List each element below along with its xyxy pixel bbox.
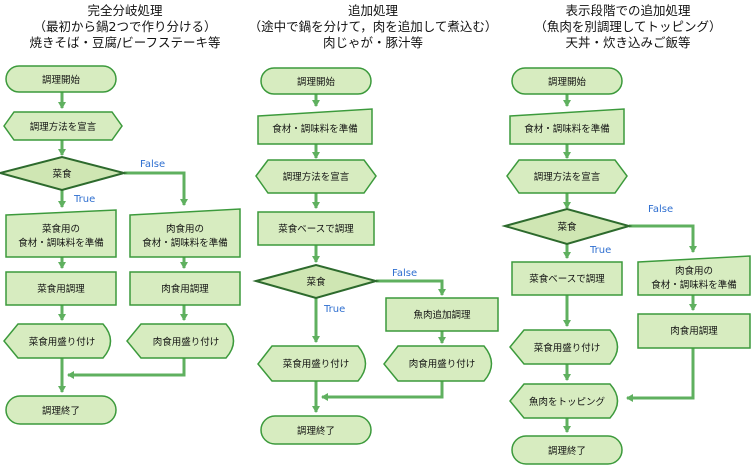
c3-prep-box <box>509 108 625 145</box>
c1-decision-label: 菜食 <box>52 168 72 180</box>
c3-veg-serve-label: 菜食用盛り付け <box>534 342 601 354</box>
c2-declare-hexagon <box>255 159 377 194</box>
c2-prep-label: 食材・調味料を準備 <box>272 123 358 135</box>
c3-meat-prep-line2: 食材・調味料を準備 <box>651 279 737 291</box>
c2-cook-label: 菜食ベースで調理 <box>278 223 354 235</box>
c3-end-terminal <box>511 435 623 465</box>
c2-meat-add-box <box>385 297 499 332</box>
c1-veg-prep-line2: 食材・調味料を準備 <box>18 237 104 249</box>
c2-meat-serve-shape <box>383 345 493 382</box>
column-2-flow: 調理開始 食材・調味料を準備 調理方法を宣言 菜食ベースで調理 菜食 True … <box>252 67 499 445</box>
c2-end-terminal <box>260 415 372 445</box>
c1-veg-prep-line1: 菜食用の <box>42 223 80 235</box>
c3-connector-meatcook-topping <box>626 348 695 402</box>
c1-end-label: 調理終了 <box>42 405 80 417</box>
column-3-title: 表示段階での追加処理 <box>565 3 691 18</box>
c3-connector-false <box>629 224 697 253</box>
c2-decision-diamond <box>252 263 380 300</box>
c2-meat-serve-label: 肉食用盛り付け <box>409 358 476 370</box>
c3-topping-shape <box>509 383 619 419</box>
c2-start-label: 調理開始 <box>297 76 336 88</box>
c1-veg-prep-box <box>5 209 117 258</box>
c2-veg-serve-label: 菜食用盛り付け <box>283 358 350 370</box>
c1-decision-diamond <box>0 155 128 192</box>
c1-meat-serve-shape <box>126 323 235 359</box>
column-2-header: 追加処理 （途中で鍋を分けて，肉を追加して煮込む） 肉じゃが・豚汁等 <box>238 3 508 51</box>
c1-veg-serve-shape <box>3 323 112 359</box>
c3-declare-label: 調理方法を宣言 <box>534 171 601 183</box>
c3-veg-serve-shape <box>509 329 619 365</box>
c2-decision-label: 菜食 <box>306 276 326 288</box>
c2-false-label: False <box>392 268 417 279</box>
c3-veg-cook-label: 菜食ベースで調理 <box>529 273 605 285</box>
c2-connector-false <box>376 279 446 296</box>
c3-start-label: 調理開始 <box>548 76 587 88</box>
column-2-examples: 肉じゃが・豚汁等 <box>322 35 423 50</box>
c3-declare-hexagon <box>506 159 628 194</box>
c3-meat-prep-line1: 肉食用の <box>675 265 713 277</box>
column-1-flow: 調理開始 調理方法を宣言 菜食 True False 菜食用の 食材・調味料を準… <box>0 65 241 425</box>
c1-meat-prep-line2: 食材・調味料を準備 <box>142 237 228 249</box>
c3-meat-cook-box <box>637 313 751 349</box>
column-1-examples: 焼きそば・豆腐/ビーフステーキ等 <box>29 35 221 50</box>
c2-cook-box <box>257 211 375 246</box>
c1-veg-cook-label: 菜食用調理 <box>37 283 85 295</box>
c3-decision-label: 菜食 <box>557 221 577 233</box>
c3-end-label: 調理終了 <box>548 445 586 457</box>
c3-meat-prep-box <box>637 255 751 296</box>
c1-connector-meatserve-merge <box>67 358 186 379</box>
c1-meat-serve-label: 肉食用盛り付け <box>153 336 220 348</box>
c1-veg-cook-box <box>5 271 117 306</box>
c3-true-label: True <box>589 245 611 256</box>
column-1-header: 完全分岐処理 （最初から鍋2つで作り分ける） 焼きそば・豆腐/ビーフステーキ等 <box>0 3 250 51</box>
c2-start-terminal <box>260 67 372 95</box>
column-1-title: 完全分岐処理 <box>87 3 163 18</box>
c1-meat-cook-box <box>129 271 241 306</box>
column-3-flow: 調理開始 食材・調味料を準備 調理方法を宣言 菜食 True False 菜食ベ… <box>501 67 751 465</box>
c1-end-terminal <box>5 395 117 425</box>
c2-prep-box <box>257 108 373 145</box>
c3-meat-cook-label: 肉食用調理 <box>670 325 718 337</box>
column-2-title: 追加処理 <box>347 3 398 18</box>
c3-veg-cook-box <box>511 261 623 296</box>
c3-start-terminal <box>511 67 623 95</box>
c2-true-label: True <box>323 304 345 315</box>
c3-false-label: False <box>648 204 673 215</box>
c2-declare-label: 調理方法を宣言 <box>283 171 350 183</box>
c1-start-terminal <box>5 65 117 93</box>
c1-start-label: 調理開始 <box>42 74 81 86</box>
c1-meat-cook-label: 肉食用調理 <box>161 283 209 295</box>
column-3-examples: 天丼・炊き込みご飯等 <box>565 35 691 50</box>
c3-decision-diamond <box>501 207 633 246</box>
c1-false-label: False <box>140 159 165 170</box>
c2-connector-meatserve-merge <box>321 381 444 401</box>
c3-topping-label: 魚肉をトッピング <box>529 396 606 408</box>
column-1-subtitle: （最初から鍋2つで作り分ける） <box>33 19 217 34</box>
column-3-subtitle: （魚肉を別調理してトッピング） <box>534 19 722 34</box>
c2-veg-serve-shape <box>257 345 367 382</box>
c3-prep-label: 食材・調味料を準備 <box>524 123 610 135</box>
column-3-header: 表示段階での追加処理 （魚肉を別調理してトッピング） 天丼・炊き込みご飯等 <box>502 3 754 51</box>
c2-end-label: 調理終了 <box>297 425 335 437</box>
c1-true-label: True <box>73 194 95 205</box>
c1-declare-label: 調理方法を宣言 <box>30 121 97 133</box>
c1-meat-prep-line1: 肉食用の <box>166 223 204 235</box>
c1-veg-serve-label: 菜食用盛り付け <box>29 336 96 348</box>
c1-connector-false <box>124 171 188 206</box>
column-2-subtitle: （途中で鍋を分けて，肉を追加して煮込む） <box>248 19 498 34</box>
c2-meat-add-label: 魚肉追加調理 <box>413 309 471 321</box>
c1-meat-prep-box <box>129 208 241 258</box>
c1-declare-hexagon <box>3 111 123 141</box>
